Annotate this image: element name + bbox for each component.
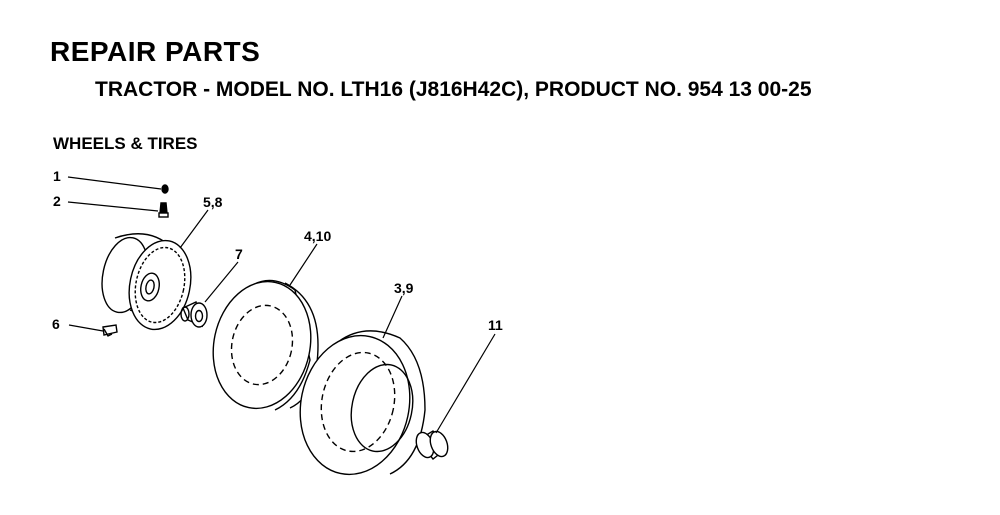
callout-11: 11 <box>488 317 503 333</box>
wheel-rim-part <box>101 233 192 331</box>
leader-lines <box>67 176 496 434</box>
rear-tire-part <box>299 330 426 476</box>
valve-cap-part <box>161 184 169 194</box>
hub-cap-part <box>415 430 449 460</box>
valve-stem-part <box>158 202 169 218</box>
callout-4-10: 4,10 <box>304 228 331 244</box>
section-title: WHEELS & TIRES <box>53 134 198 153</box>
callout-3-9: 3,9 <box>394 280 414 296</box>
model-subtitle: TRACTOR - MODEL NO. LTH16 (J816H42C), PR… <box>95 78 812 101</box>
callout-2: 2 <box>53 193 61 209</box>
callout-5-8: 5,8 <box>203 194 223 210</box>
bushing-part <box>180 301 208 328</box>
page-title: REPAIR PARTS <box>50 36 261 67</box>
front-tire-part <box>212 279 319 411</box>
callout-7: 7 <box>235 246 243 262</box>
lug-bolt-part <box>102 324 118 337</box>
callout-1: 1 <box>53 168 61 184</box>
callout-6: 6 <box>52 316 60 332</box>
